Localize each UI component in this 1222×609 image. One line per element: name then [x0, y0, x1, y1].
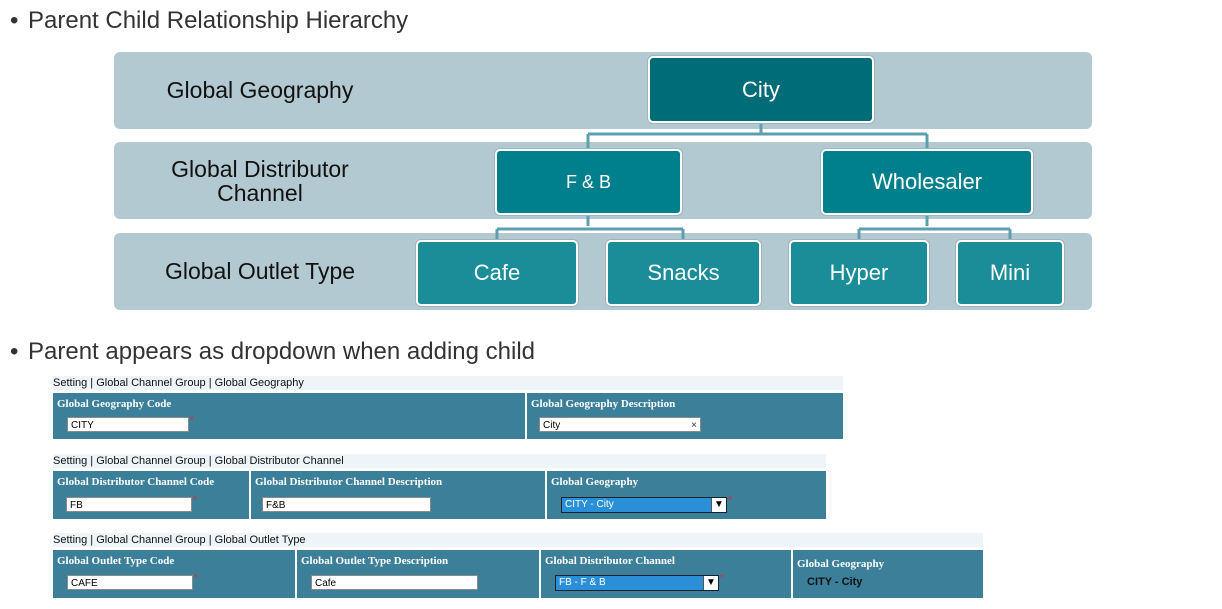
chevron-down-icon[interactable]: ▼: [711, 498, 726, 512]
outlet-desc-label: Global Outlet Type Description: [301, 555, 449, 567]
geography-parent-dropdown[interactable]: CITY - City ▼: [561, 497, 727, 513]
node-city: City: [648, 56, 874, 123]
cell-geography-desc: Global Geography Description City ×: [527, 393, 843, 439]
required-marker: *: [728, 495, 732, 506]
hierarchy-heading-text: Parent Child Relationship Hierarchy: [28, 7, 409, 34]
cell-distributor-code: Global Distributor Channel Code FB *: [53, 471, 251, 519]
node-cafe: Cafe: [416, 240, 578, 306]
distributor-parent-dropdown[interactable]: FB - F & B ▼: [555, 575, 719, 591]
geography-grandparent-value: CITY - City: [807, 576, 863, 588]
outlet-desc-input[interactable]: Cafe: [311, 575, 478, 590]
geography-parent-selected: CITY - City: [565, 499, 614, 510]
distributor-code-label: Global Distributor Channel Code: [57, 476, 215, 488]
required-marker: *: [194, 573, 198, 584]
cell-outlet-grandparent: Global Geography CITY - City: [793, 550, 983, 598]
form-outlet: Global Outlet Type Code CAFE * Global Ou…: [53, 548, 983, 598]
required-marker: *: [193, 495, 197, 506]
cell-distributor-parent: Global Geography CITY - City ▼ *: [547, 471, 826, 519]
form-distributor: Global Distributor Channel Code FB * Glo…: [53, 469, 826, 519]
required-marker: *: [190, 415, 194, 426]
distributor-parent-selected: FB - F & B: [559, 577, 606, 588]
distributor-parent-label: Global Geography: [551, 476, 639, 488]
outlet-parent-label: Global Distributor Channel: [545, 555, 675, 567]
chevron-down-icon[interactable]: ▼: [703, 576, 718, 590]
breadcrumb-outlet: Setting | Global Channel Group | Global …: [53, 533, 983, 547]
outlet-code-label: Global Outlet Type Code: [57, 555, 175, 567]
node-hyper: Hyper: [789, 240, 929, 306]
node-snacks: Snacks: [606, 240, 761, 306]
node-mini: Mini: [956, 240, 1064, 306]
cell-distributor-desc: Global Distributor Channel Description F…: [251, 471, 547, 519]
breadcrumb-distributor: Setting | Global Channel Group | Global …: [53, 454, 826, 468]
outlet-grandparent-label: Global Geography: [797, 558, 885, 570]
level-label-geography: Global Geography: [166, 77, 354, 103]
distributor-desc-label: Global Distributor Channel Description: [255, 476, 443, 488]
level-band-outlet: [114, 233, 1092, 310]
form-geography: Global Geography Code CITY * Global Geog…: [53, 391, 843, 439]
distributor-desc-input[interactable]: F&B: [262, 497, 431, 512]
geography-code-label: Global Geography Code: [57, 398, 172, 410]
level-label-distributor: Global Distributor Channel: [140, 157, 380, 205]
breadcrumb-geography: Setting | Global Channel Group | Global …: [53, 376, 843, 390]
level-band-geography: [114, 52, 1092, 129]
clear-icon[interactable]: ×: [691, 420, 697, 431]
cell-geography-code: Global Geography Code CITY *: [53, 393, 527, 439]
section-heading-hierarchy: • Parent Child Relationship Hierarchy: [10, 7, 408, 35]
section-heading-dropdown: • Parent appears as dropdown when adding …: [10, 338, 535, 366]
bullet-icon: •: [10, 338, 19, 365]
level-label-distributor-line2: Channel: [217, 180, 303, 206]
bullet-icon: •: [10, 7, 19, 34]
cell-outlet-code: Global Outlet Type Code CAFE *: [53, 550, 297, 598]
distributor-code-input[interactable]: FB: [66, 497, 192, 512]
cell-outlet-desc: Global Outlet Type Description Cafe: [297, 550, 541, 598]
geography-desc-input[interactable]: City ×: [539, 417, 701, 432]
geography-code-input[interactable]: CITY: [67, 417, 189, 432]
node-fb: F & B: [495, 149, 682, 215]
cell-outlet-parent: Global Distributor Channel FB - F & B ▼ …: [541, 550, 793, 598]
dropdown-heading-text: Parent appears as dropdown when adding c…: [28, 338, 536, 365]
geography-desc-value: City: [543, 420, 561, 431]
outlet-code-input[interactable]: CAFE: [67, 575, 193, 590]
required-marker: *: [720, 573, 724, 584]
level-label-outlet: Global Outlet Type: [164, 258, 356, 284]
geography-desc-label: Global Geography Description: [531, 398, 676, 410]
node-wholesaler: Wholesaler: [821, 149, 1033, 215]
level-label-distributor-line1: Global Distributor: [171, 156, 349, 182]
